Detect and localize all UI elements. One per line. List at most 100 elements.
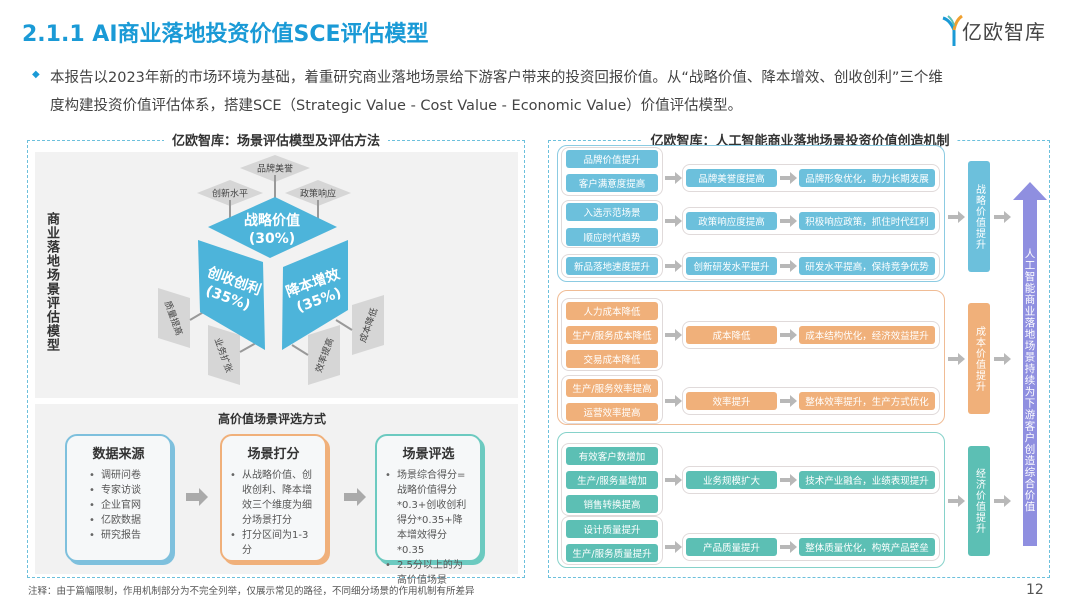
driver-box: 入选示范场景	[566, 203, 658, 221]
driver-box: 客户满意度提高	[566, 174, 658, 192]
method-card-item: 亿欧数据	[89, 513, 162, 528]
page-number: 12	[1026, 582, 1044, 598]
arrow-right-icon	[780, 215, 797, 227]
cube-left-face	[198, 240, 265, 350]
method-card-item: 2.5分以上的为高价值场景	[385, 558, 472, 588]
method-card-list: 调研问卷专家访谈企业官网亿欧数据研究报告	[67, 468, 170, 543]
driver-box: 品牌价值提升	[566, 150, 658, 168]
outcome-box: 积极响应政策，抓住时代红利	[799, 212, 935, 230]
driver-box: 生产/服务量增加	[566, 471, 658, 489]
driver-box: 交易成本降低	[566, 350, 658, 368]
strategic-value-pct: (30%)	[248, 231, 296, 247]
driver-box: 新品落地速度提升	[566, 257, 658, 275]
cube-top-face	[208, 197, 337, 258]
outcome-box: 整体效率提升，生产方式优化	[799, 392, 935, 410]
arrow-right-icon	[780, 329, 797, 341]
factor-label: 创新水平	[211, 189, 249, 200]
method-card-item: 调研问卷	[89, 468, 162, 483]
mechanism-box: 产品质量提升	[686, 538, 777, 556]
arrow-right-icon	[665, 215, 682, 227]
mechanism-box: 政策响应度提高	[686, 212, 777, 230]
arrow-right-icon	[780, 395, 797, 407]
method-card-title: 场景打分	[247, 447, 300, 462]
factor-panel	[308, 325, 340, 385]
factor-label: 政策响应	[299, 189, 337, 200]
factor-panel	[158, 288, 190, 348]
factor-diamond	[285, 180, 351, 206]
outcome-box: 整体质量优化，构筑产品壁垒	[799, 538, 935, 556]
final-arrow	[1013, 182, 1047, 546]
driver-box: 顺应时代趋势	[566, 228, 658, 246]
value-box: 成本价值提升	[968, 303, 990, 414]
method-card-item: 场景综合得分=战略价值得分*0.3+创收创利得分*0.35+降本增效得分*0.3…	[385, 468, 472, 558]
page-title: 2.1.1 AI商业落地投资价值SCE评估模型	[22, 22, 429, 47]
method-card-item: 专家访谈	[89, 483, 162, 498]
mechanism-box: 效率提升	[686, 392, 777, 410]
method-card: 数据来源调研问卷专家访谈企业官网亿欧数据研究报告	[65, 434, 172, 562]
value-box: 战略价值提升	[968, 161, 990, 272]
arrow-right-icon	[665, 395, 682, 407]
sce-cube	[158, 155, 384, 385]
strategic-value-name: 战略价值	[244, 213, 300, 229]
mechanism-box: 成本降低	[686, 326, 777, 344]
factor-diamond	[197, 180, 263, 206]
value-box: 经济价值提升	[968, 446, 990, 556]
method-card-item: 研究报告	[89, 528, 162, 543]
arrow-right-icon	[780, 541, 797, 553]
logo-icon	[942, 14, 963, 46]
driver-box: 设计质量提升	[566, 520, 658, 538]
arrow-right-icon	[780, 172, 797, 184]
arrow-right-icon	[948, 495, 965, 507]
cube-right-face	[282, 240, 348, 350]
outcome-box: 成本结构优化，经济效益提升	[799, 326, 935, 344]
arrow-right-icon	[186, 488, 208, 506]
arrow-right-icon	[948, 352, 965, 365]
arrow-right-icon	[665, 172, 682, 184]
factor-panel	[352, 295, 384, 355]
driver-box: 生产/服务质量提升	[566, 544, 658, 562]
left-panel-title: 亿欧智库：场景评估模型及评估方法	[163, 130, 389, 149]
method-card-item: 企业官网	[89, 498, 162, 513]
outcome-box: 技术产业融合，业绩表现提升	[799, 471, 935, 489]
arrow-right-icon	[665, 474, 682, 486]
arrow-right-icon	[994, 495, 1011, 507]
outcome-box: 品牌形象优化，助力长期发展	[799, 169, 935, 187]
arrow-right-icon	[665, 260, 682, 272]
intro-line-1: 本报告以2023年新的市场环境为基础，着重研究商业落地场景给下游客户带来的投资回…	[50, 70, 943, 86]
method-card-title: 数据来源	[92, 447, 145, 462]
arrow-right-icon	[665, 329, 682, 341]
final-value-label: 人工智能商业落地场景持续为下游客户创造综合价值	[1023, 247, 1036, 513]
arrow-right-icon	[780, 474, 797, 486]
driver-box: 销售转换提高	[566, 495, 658, 513]
cube-top-label: 战略价值 (30%)	[244, 212, 300, 248]
method-card: 场景评选场景综合得分=战略价值得分*0.3+创收创利得分*0.35+降本增效得分…	[375, 434, 482, 586]
model-side-label: 商业落地场景评估模型	[44, 212, 59, 352]
mechanism-box: 创新研发水平提升	[686, 257, 777, 275]
arrow-right-icon	[665, 541, 682, 553]
method-card-item: 打分区间为1-3分	[230, 528, 317, 558]
factor-label: 品牌美誉	[256, 164, 294, 175]
factor-diamond	[240, 155, 310, 182]
arrow-right-icon	[780, 260, 797, 272]
mechanism-box: 业务规模扩大	[686, 471, 777, 489]
arrow-right-icon	[948, 210, 965, 223]
arrow-right-icon	[994, 210, 1011, 223]
driver-box: 生产/服务效率提高	[566, 379, 658, 397]
intro-line-2: 度构建投资价值评估体系，搭建SCE（Strategic Value - Cost…	[50, 98, 743, 114]
method-card-item: 从战略价值、创收创利、降本增效三个维度为细分场景打分	[230, 468, 317, 528]
driver-box: 有效客户数增加	[566, 447, 658, 465]
footnote: 注释：由于篇幅限制，作用机制部分为不完全列举，仅展示常见的路径，不同细分场景的作…	[28, 586, 475, 597]
method-card-list: 从战略价值、创收创利、降本增效三个维度为细分场景打分打分区间为1-3分	[222, 468, 325, 558]
diamond-icon: ◆	[32, 69, 40, 80]
model-area	[35, 152, 518, 398]
arrow-right-icon	[994, 352, 1011, 365]
logo-text: 亿欧智库	[962, 20, 1046, 44]
mechanism-box: 品牌美誉度提高	[686, 169, 777, 187]
outcome-box: 研发水平提高，保持竞争优势	[799, 257, 935, 275]
arrow-right-icon	[344, 488, 366, 506]
factor-panel	[208, 325, 240, 385]
method-card-title: 场景评选	[402, 447, 455, 462]
driver-box: 运营效率提高	[566, 403, 658, 421]
method-card: 场景打分从战略价值、创收创利、降本增效三个维度为细分场景打分打分区间为1-3分	[220, 434, 327, 562]
method-card-list: 场景综合得分=战略价值得分*0.3+创收创利得分*0.35+降本增效得分*0.3…	[377, 468, 480, 588]
